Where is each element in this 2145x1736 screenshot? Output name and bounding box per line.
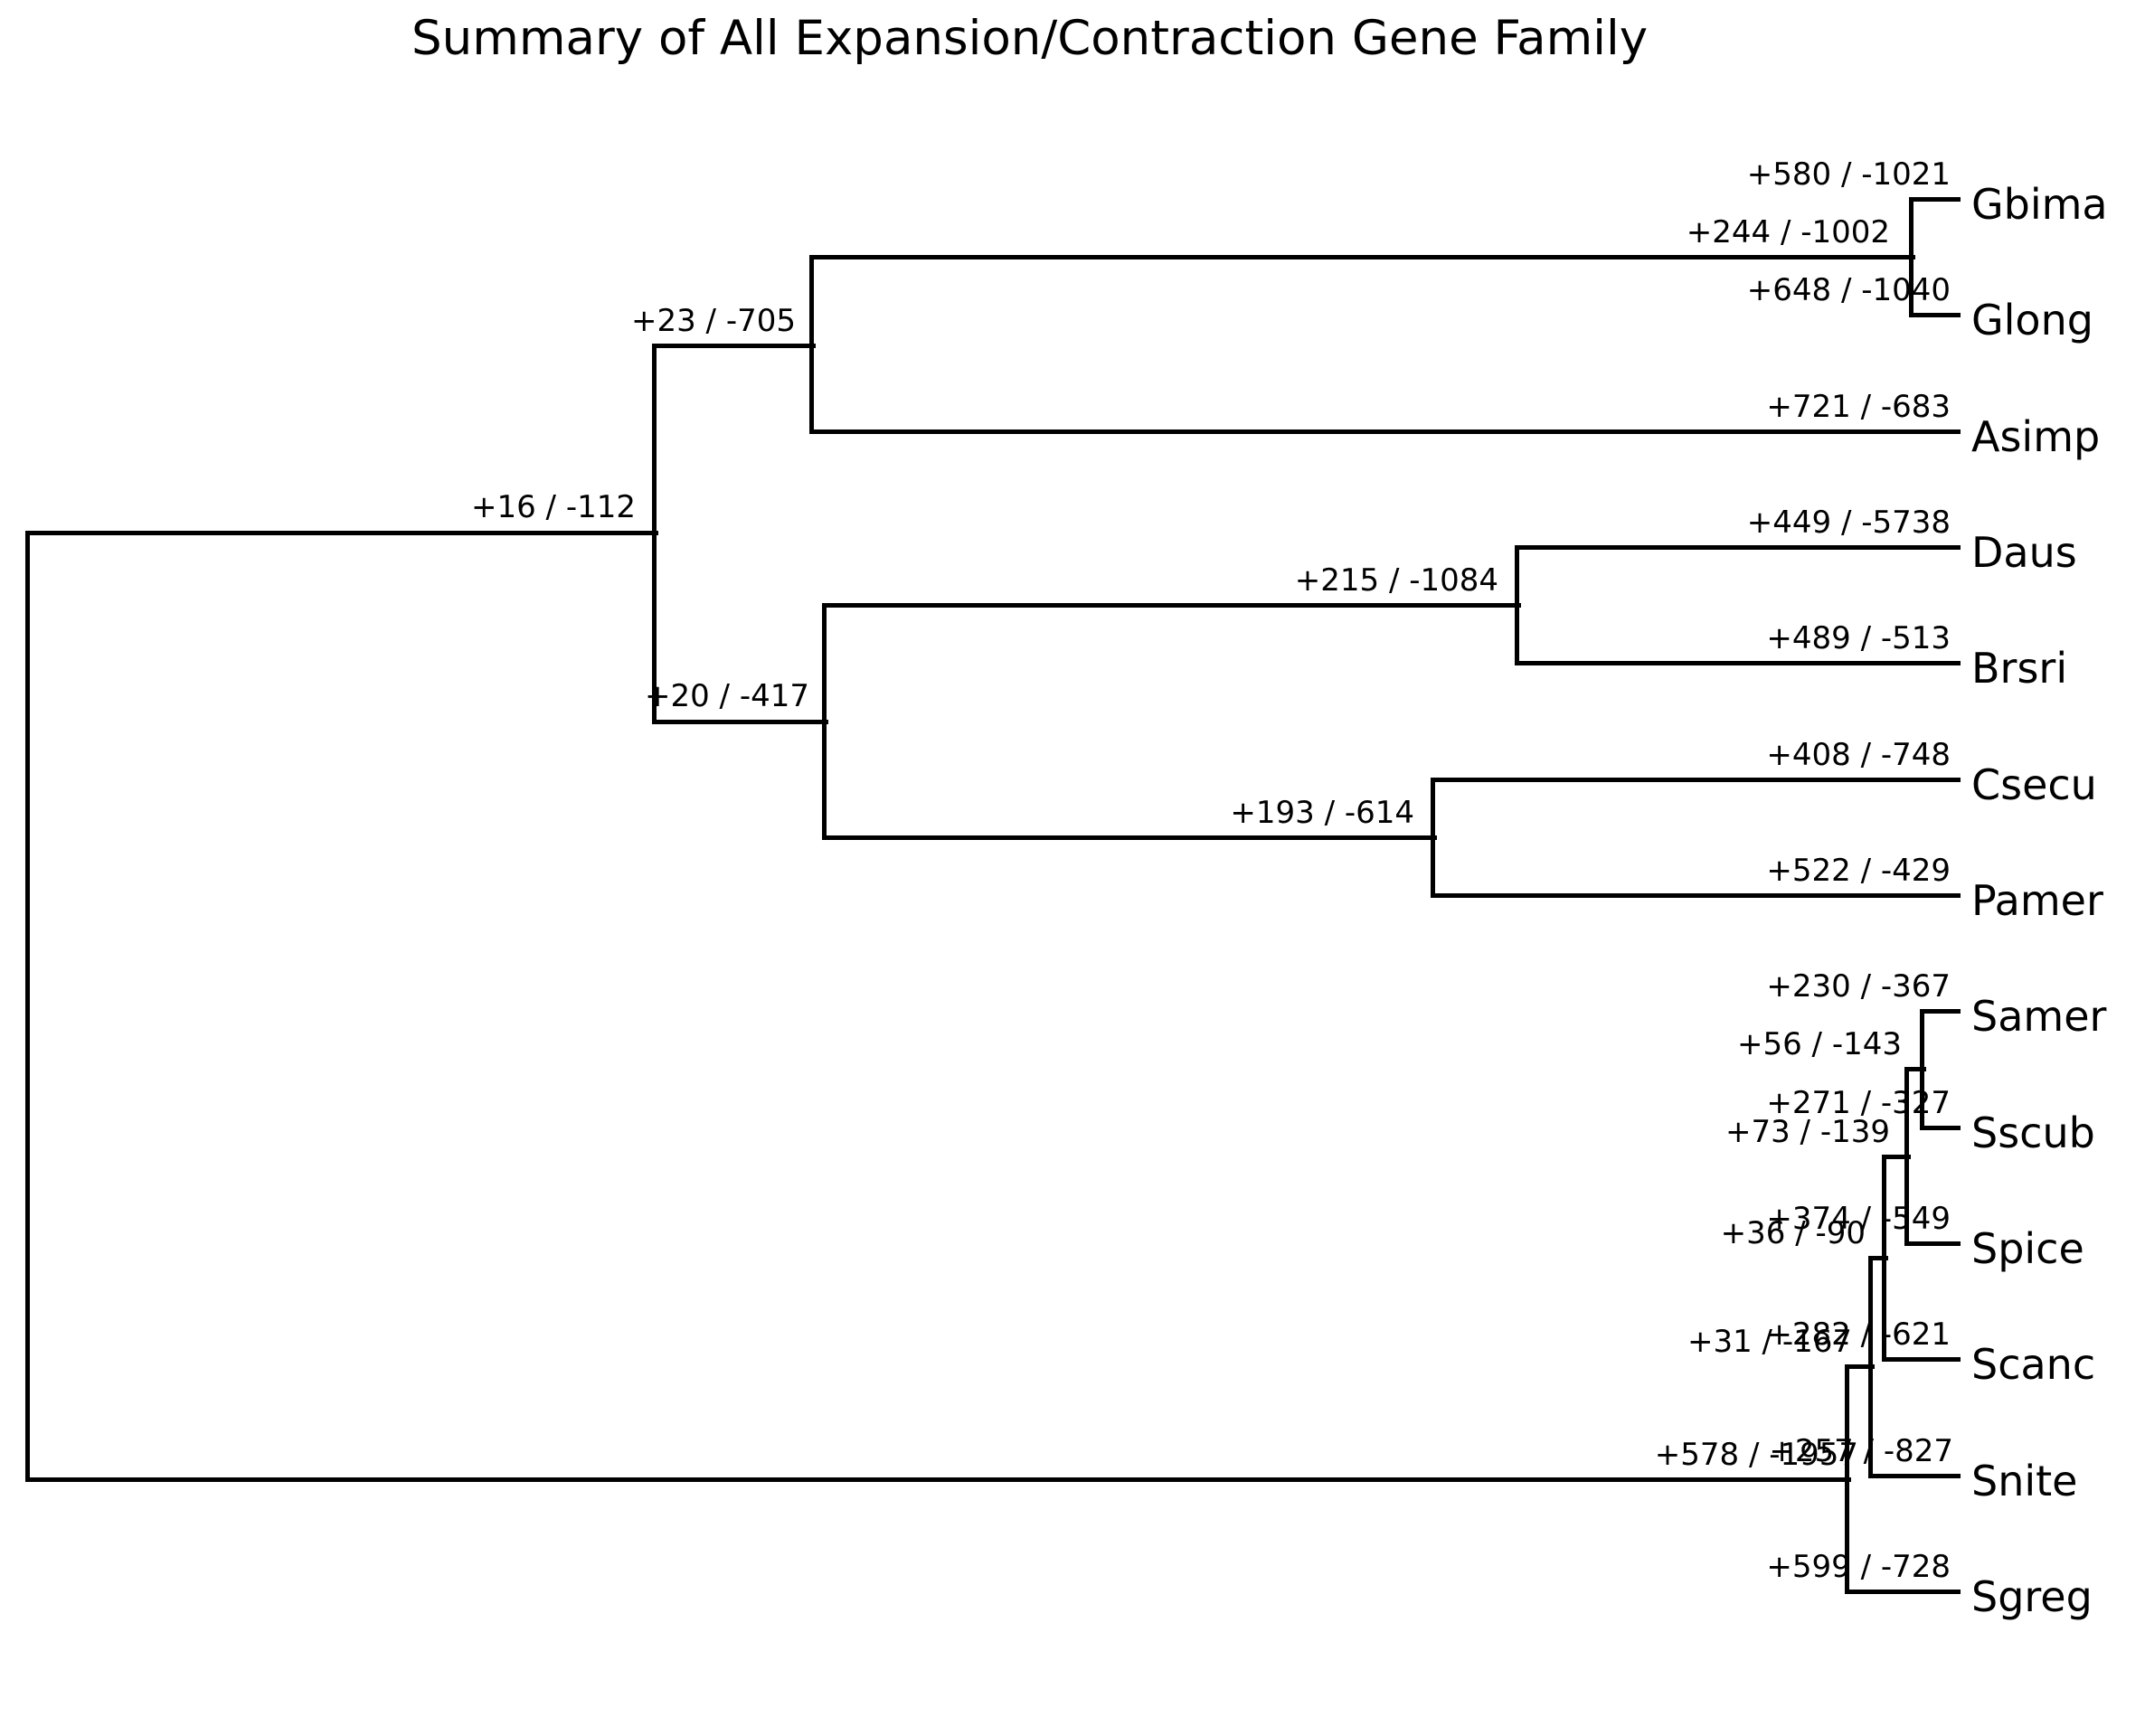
species-label: Asimp	[1971, 412, 2101, 461]
node-31-167-vertical	[1868, 1256, 1873, 1478]
tip-asimp	[811, 429, 1961, 434]
species-label: Brsri	[1971, 644, 2068, 693]
species-label: Sgreg	[1971, 1572, 2093, 1621]
species-label: Csecu	[1971, 760, 2097, 809]
species-label: Sscub	[1971, 1109, 2095, 1157]
branch-count-label: +578 / -1957	[1654, 1437, 1858, 1473]
tip-daus	[1517, 545, 1961, 550]
branch-count-label: +215 / -1084	[1294, 562, 1498, 599]
node-578-1957-vertical	[1845, 1364, 1849, 1594]
branch-count-label: +73 / -139	[1725, 1114, 1890, 1150]
species-label: Glong	[1971, 296, 2093, 344]
species-label: Daus	[1971, 528, 2077, 577]
node-20-417-vertical	[822, 603, 827, 840]
branch-count-label: +20 / -417	[645, 678, 809, 714]
tip-spice	[1906, 1241, 1961, 1246]
species-label: Gbima	[1971, 180, 2108, 229]
branch-node20	[654, 720, 828, 724]
branch-count-label: +648 / -1040	[1746, 272, 1951, 308]
branch-count-label: +36 / -90	[1720, 1215, 1866, 1251]
tip-csecu	[1432, 778, 1961, 782]
node-56-143-vertical	[1920, 1009, 1924, 1130]
species-label: Scanc	[1971, 1340, 2096, 1389]
tip-sgreg	[1847, 1590, 1961, 1594]
branch-node244	[811, 255, 1915, 259]
branch-count-label: +489 / -513	[1766, 620, 1951, 656]
branch-count-label: +408 / -748	[1766, 737, 1951, 773]
branch-count-label: +522 / -429	[1766, 853, 1951, 889]
figure-title: Summary of All Expansion/Contraction Gen…	[411, 11, 1649, 66]
tip-snite	[1870, 1474, 1961, 1478]
branch-count-label: +257 / -827	[1769, 1433, 1953, 1469]
branch-count-label: +580 / -1021	[1746, 156, 1951, 193]
node-193-614-vertical	[1431, 778, 1435, 898]
node-16-112-vertical	[652, 344, 657, 724]
branch-count-label: +244 / -1002	[1686, 214, 1890, 250]
tip-pamer	[1432, 893, 1961, 898]
branch-count-label: +721 / -683	[1766, 389, 1951, 425]
branch-node73	[1884, 1155, 1911, 1159]
branch-root-to-upper	[27, 531, 658, 535]
node-23-705-vertical	[809, 255, 814, 434]
node-244-1002-vertical	[1909, 197, 1913, 317]
branch-count-label: +271 / -327	[1766, 1085, 1951, 1121]
branch-node36	[1870, 1256, 1888, 1260]
branch-count-label: +31 / -167	[1687, 1324, 1852, 1360]
tip-brsri	[1517, 661, 1961, 665]
tip-gbima	[1911, 197, 1961, 202]
branch-node56	[1906, 1067, 1926, 1071]
node-215-1084-vertical	[1515, 545, 1519, 665]
branch-count-label: +449 / -5738	[1746, 505, 1951, 541]
branch-node23	[654, 344, 816, 348]
species-label: Snite	[1971, 1457, 2078, 1505]
branch-count-label: +16 / -112	[471, 489, 636, 525]
species-label: Samer	[1971, 992, 2107, 1041]
branch-count-label: +230 / -367	[1766, 968, 1951, 1005]
branch-count-label: +282 / -621	[1766, 1316, 1951, 1353]
branch-node215	[824, 603, 1521, 608]
branch-node193	[824, 835, 1437, 840]
root-vertical	[25, 531, 30, 1482]
branch-count-label: +193 / -614	[1230, 795, 1414, 831]
tip-samer	[1922, 1009, 1961, 1014]
branch-root-to-bottom	[27, 1477, 1851, 1482]
branch-count-label: +56 / -143	[1737, 1026, 1902, 1062]
branch-count-label: +374 / -549	[1766, 1201, 1951, 1237]
species-label: Spice	[1971, 1224, 2084, 1273]
branch-count-label: +599 / -728	[1766, 1549, 1951, 1585]
node-36-90-vertical	[1882, 1155, 1886, 1362]
species-label: Pamer	[1971, 876, 2103, 925]
node-73-139-vertical	[1904, 1067, 1909, 1246]
tip-scanc	[1884, 1357, 1961, 1362]
branch-node31	[1847, 1364, 1875, 1369]
branch-count-label: +23 / -705	[631, 303, 796, 339]
tip-glong	[1911, 313, 1961, 317]
tip-sscub	[1922, 1126, 1961, 1130]
